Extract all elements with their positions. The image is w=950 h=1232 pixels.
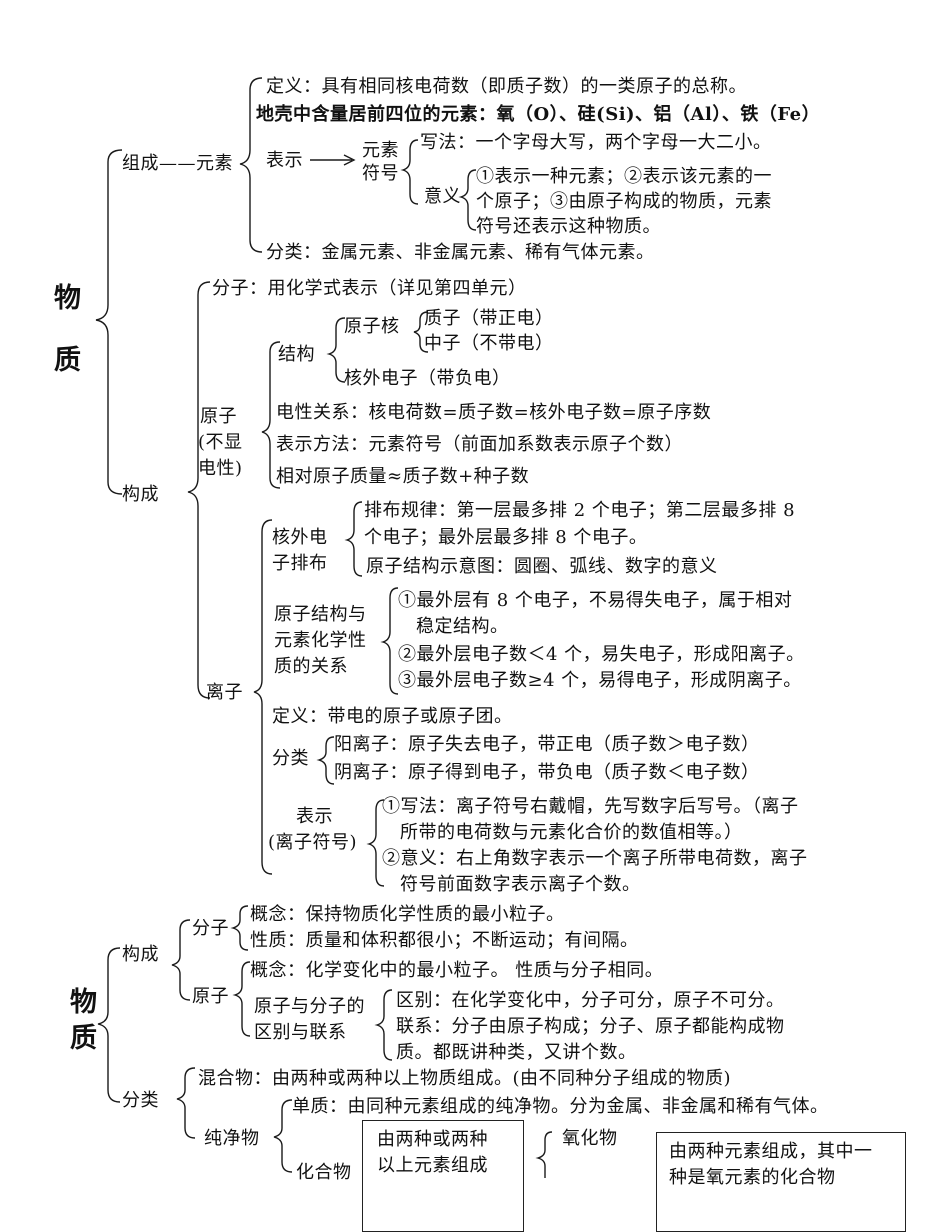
label-lizi-biaoshi-2: (离子符号) xyxy=(268,832,358,853)
text-yiyi-3: 符号还表示这种物质。 xyxy=(476,216,661,237)
brace-lizi xyxy=(253,519,273,875)
label-s2-qubie-2: 区别与联系 xyxy=(254,1022,347,1043)
box1-line-1: 由两种或两种 xyxy=(377,1129,488,1150)
text-guanxi-1: ①最外层有 8 个电子，不易得失电子，属于相对 xyxy=(398,590,793,611)
title-wu: 物 xyxy=(54,283,81,314)
label-goucheng: 构成 xyxy=(122,484,159,505)
label-lizi-biaoshi-1: 表示 xyxy=(296,806,333,827)
text-s2-lianxi-1: 联系：分子由原子构成；分子、原子都能构成物 xyxy=(396,1016,785,1037)
text-lizi-yiyi-2: 符号前面数字表示离子个数。 xyxy=(400,874,641,895)
title-zhi: 质 xyxy=(54,345,81,376)
text-dingyi: 定义：具有相同核电荷数（即质子数）的一类原子的总称。 xyxy=(266,76,747,97)
label-s2-chunjingwu: 纯净物 xyxy=(204,1128,260,1149)
text-guanxi-2: 稳定结构。 xyxy=(416,616,509,637)
label-guanxi-3: 质的关系 xyxy=(274,656,348,677)
text-s2-lianxi-2: 质。都既讲种类，又讲个数。 xyxy=(396,1042,637,1063)
label-guanxi-1: 原子结构与 xyxy=(274,604,367,625)
text-dianxing: 电性关系：核电荷数=质子数=核外电子数=原子序数 xyxy=(276,402,712,423)
label-jiegou: 结构 xyxy=(278,344,315,365)
title2-zhi: 质 xyxy=(70,1023,97,1054)
text-fenlei: 分类：金属元素、非金属元素、稀有气体元素。 xyxy=(266,242,655,263)
label-zucheng-yuansu: 组成——元素 xyxy=(122,153,233,174)
text-s2-hunhewu: 混合物：由两种或两种以上物质组成。(由不同种分子组成的物质) xyxy=(198,1068,732,1089)
label-yuansu-fuhao-2: 符号 xyxy=(362,163,399,184)
text-yiyi-2: 个原子；③由原子构成的物质，元素 xyxy=(476,191,772,212)
box-huahewu-def: 由两种或两种 以上元素组成 xyxy=(362,1120,524,1232)
box2-line-1: 由两种元素组成，其中一 xyxy=(669,1141,873,1162)
label-yuanzi-2: (不显 xyxy=(198,432,243,453)
label-s2-yanghuawu: 氧化物 xyxy=(562,1128,618,1149)
label-guanxi-2: 元素化学性 xyxy=(274,630,367,651)
brace-s2-yuanzi xyxy=(232,961,251,1037)
brace-main-bottom xyxy=(97,947,121,1103)
text-guanxi-3: ②最外层电子数＜4 个，易失电子，形成阳离子。 xyxy=(398,644,805,665)
title2-wu: 物 xyxy=(70,987,97,1018)
text-zhizi: 质子（带正电） xyxy=(424,308,554,329)
text-s2-gainian: 概念：保持物质化学性质的最小粒子。 xyxy=(250,904,565,925)
brace-s2-fenzi xyxy=(230,905,249,951)
brace-yiyi xyxy=(458,169,477,231)
text-yiyi-1: ①表示一种元素；②表示该元素的一 xyxy=(476,166,772,187)
text-yanglizi: 阳离子：原子失去电子，带正电（质子数＞电子数） xyxy=(334,734,760,755)
brace-s2-huahe xyxy=(535,1131,553,1178)
text-xiefa: 写法：一个字母大写，两个字母一大二小。 xyxy=(420,132,772,153)
box2-line-2: 种是氧元素的化合物 xyxy=(669,1167,836,1188)
text-zhongzi: 中子（不带电） xyxy=(424,333,554,354)
brace-fuhao xyxy=(400,139,419,205)
text-lizi-yiyi-1: ②意义：右上角数字表示一个离子所带电荷数，离子 xyxy=(382,848,808,869)
label-s2-fenlei: 分类 xyxy=(122,1090,159,1111)
label-hewaidian-1: 核外电 xyxy=(272,527,328,548)
brace-s2-goucheng xyxy=(171,919,191,1001)
box1-line-2: 以上元素组成 xyxy=(377,1155,488,1176)
label-s2-fenzi: 分子 xyxy=(192,918,229,939)
text-shiyitu: 原子结构示意图：圆圈、弧线、数字的意义 xyxy=(366,556,718,577)
text-xiangdui: 相对原子质量≈质子数+种子数 xyxy=(276,466,530,487)
label-s2-huahewu: 化合物 xyxy=(296,1162,352,1183)
brace-goucheng xyxy=(187,281,211,699)
text-paibu-2: 个电子；最外层最多排 8 个电子。 xyxy=(364,527,648,548)
label-yiyi: 意义 xyxy=(424,186,461,207)
text-guanxi-4: ③最外层电子数≥4 个，易得电子，形成阴离子。 xyxy=(398,670,802,691)
brace-s2-qubie xyxy=(374,989,393,1061)
brace-main-top xyxy=(95,149,123,495)
label-yuanzi-1: 原子 xyxy=(200,406,237,427)
label-lizi: 离子 xyxy=(206,682,243,703)
text-s2-xingzhi: 性质：质量和体积都很小；不断运动；有间隔。 xyxy=(250,930,639,951)
text-paibu-1: 排布规律：第一层最多排 2 个电子；第二层最多排 8 xyxy=(364,500,796,521)
label-s2-qubie-1: 原子与分子的 xyxy=(254,996,365,1017)
label-hewaidian-2: 子排布 xyxy=(272,553,328,574)
box-yanghuawu-def: 由两种元素组成，其中一 种是氧元素的化合物 xyxy=(656,1132,906,1232)
label-s2-goucheng: 构成 xyxy=(122,944,159,965)
text-dike: 地壳中含量居前四位的元素：氧（O）、硅(Si)、铝（Al）、铁（Fe） xyxy=(256,104,821,125)
brace-lizi-fenlei xyxy=(316,736,335,785)
text-biaoshifangfa: 表示方法：元素符号（前面加系数表示原子个数） xyxy=(276,434,683,455)
label-biaoshi: 表示 xyxy=(266,150,303,171)
text-s2-danzhi: 单质：由同种元素组成的纯净物。分为金属、非金属和稀有气体。 xyxy=(292,1096,829,1117)
arrow-head xyxy=(343,154,356,166)
text-fenzi: 分子：用化学式表示（详见第四单元） xyxy=(212,278,527,299)
brace-s2-fenlei xyxy=(176,1067,196,1139)
brace-guanxi xyxy=(380,587,399,695)
label-yuanzihe: 原子核 xyxy=(344,316,400,337)
text-lizi-xiefa-1: ①写法：离子符号右戴帽，先写数字后写号。（离子 xyxy=(382,796,799,817)
text-lizi-dingyi: 定义：带电的原子或原子团。 xyxy=(272,706,513,727)
label-s2-yuanzi: 原子 xyxy=(192,986,229,1007)
brace-paibu xyxy=(344,501,363,577)
text-yinlizi: 阴离子：原子得到电子，带负电（质子数＜电子数） xyxy=(334,762,760,783)
brace-jiegou xyxy=(326,317,346,383)
text-s2-yuanzi-gainian: 概念：化学变化中的最小粒子。 性质与分子相同。 xyxy=(250,960,664,981)
text-hewai: 核外电子（带负电） xyxy=(344,368,511,389)
label-yuansu-fuhao-1: 元素 xyxy=(362,140,399,161)
brace-s2-chunjing xyxy=(273,1099,293,1173)
text-lizi-xiefa-2: 所带的电荷数与元素化合价的数值相等。） xyxy=(400,822,743,843)
label-yuanzi-3: 电性) xyxy=(198,458,243,479)
label-lizi-fenlei: 分类 xyxy=(272,748,309,769)
text-s2-qubie: 区别：在化学变化中，分子可分，原子不可分。 xyxy=(396,990,785,1011)
